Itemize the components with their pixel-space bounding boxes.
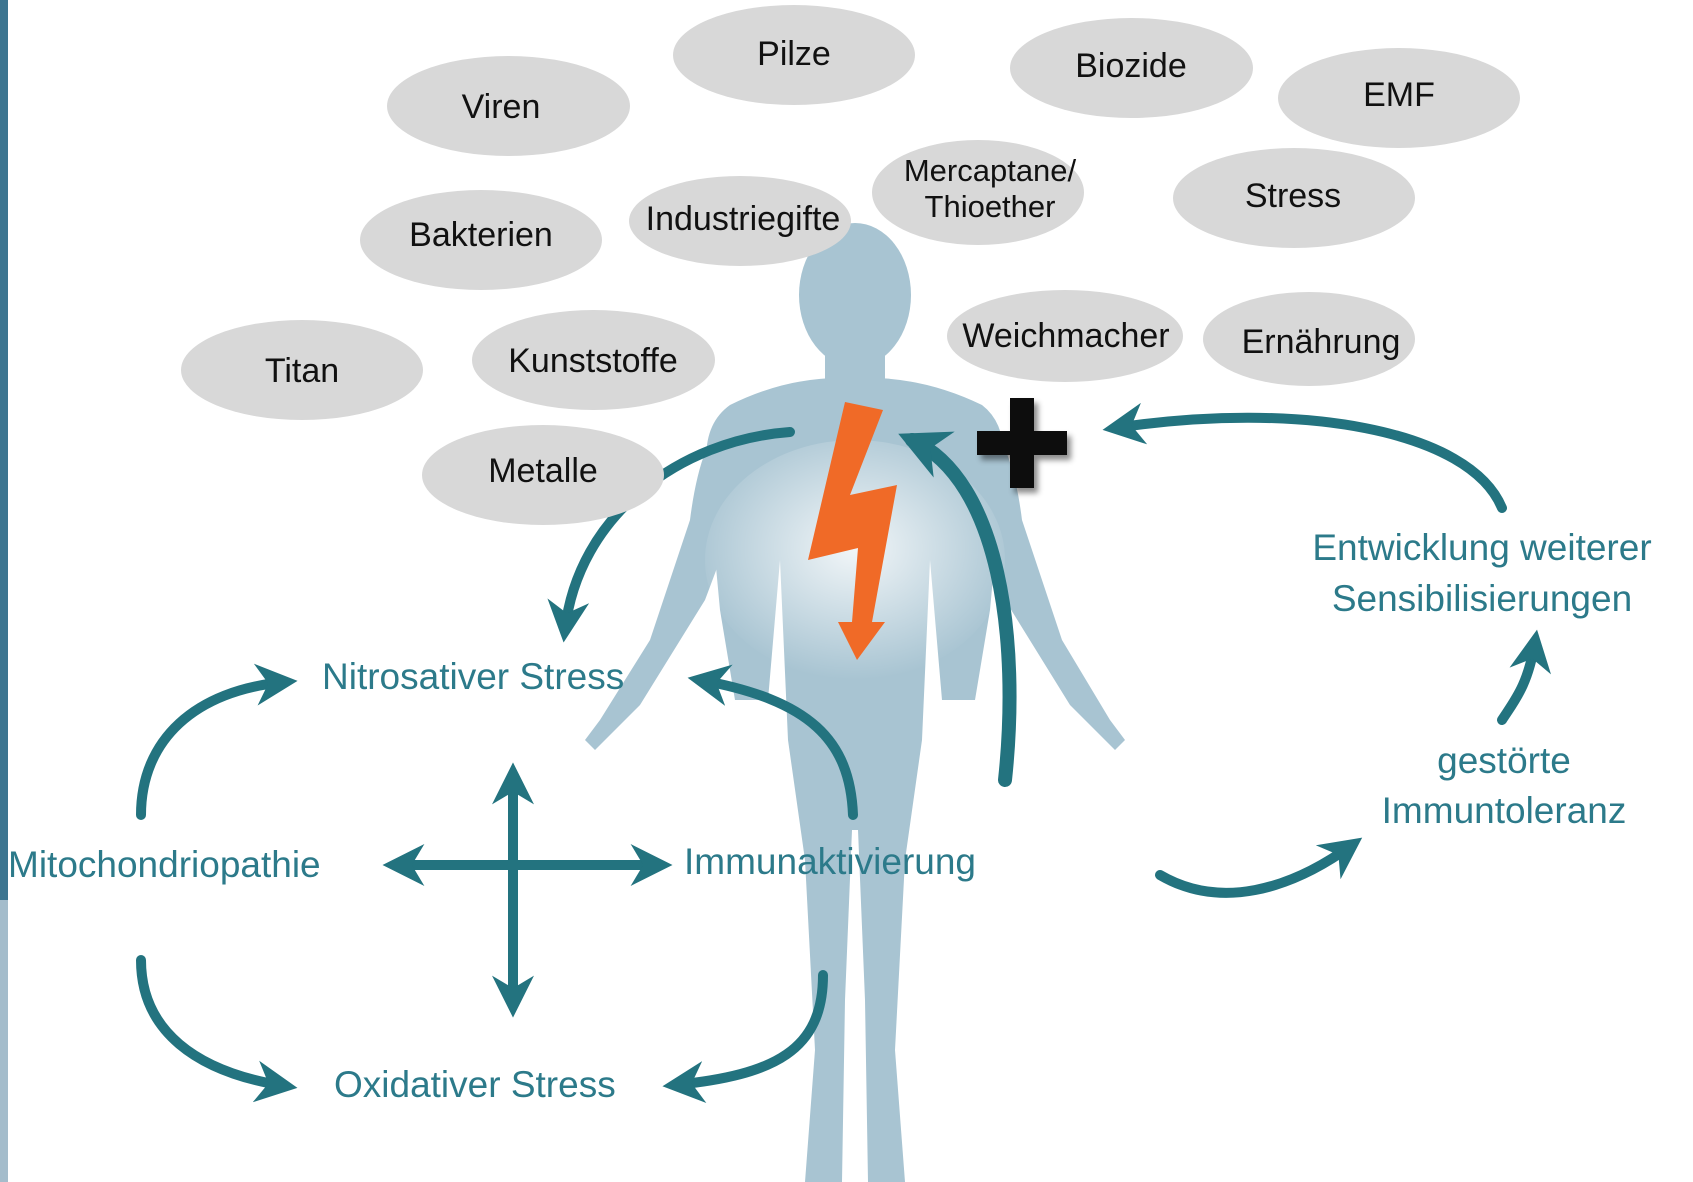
label-pilze: Pilze (757, 36, 831, 72)
label-bakterien: Bakterien (409, 217, 553, 253)
label-stress: Stress (1245, 178, 1341, 214)
arrow-gestoerte-to-entwicklung (1502, 642, 1535, 720)
label-metalle: Metalle (488, 453, 598, 489)
label-mercaptane-line2: Thioether (925, 189, 1056, 225)
label-entwicklung-line1: Entwicklung weiterer (1312, 527, 1651, 569)
label-mitochondriopathie: Mitochondriopathie (8, 844, 321, 886)
arrow-entwicklung-to-plus (1115, 418, 1502, 508)
label-kunststoffe: Kunststoffe (508, 343, 678, 379)
arrow-immunaktivierung-to-oxidativ (675, 975, 823, 1085)
label-gestoerte-line1: gestörte (1437, 740, 1571, 782)
label-ernaehrung: Ernährung (1242, 324, 1401, 360)
label-gestoerte-line2: Immuntoleranz (1382, 790, 1627, 832)
label-nitrosativer-stress: Nitrosativer Stress (322, 656, 624, 698)
label-biozide: Biozide (1075, 48, 1187, 84)
arrow-to-gestoerte (1160, 845, 1352, 893)
label-titan: Titan (265, 353, 339, 389)
arrow-mito-to-nitrosativ (141, 682, 285, 815)
label-mercaptane-line1: Mercaptane/ (904, 153, 1076, 189)
label-entwicklung-line2: Sensibilisierungen (1332, 578, 1632, 620)
label-viren: Viren (462, 89, 541, 125)
arrow-mito-to-oxidativ (141, 960, 285, 1086)
label-emf: EMF (1363, 77, 1435, 113)
label-immunaktivierung: Immunaktivierung (684, 841, 976, 883)
label-industriegifte: Industriegifte (646, 201, 841, 237)
label-oxidativer-stress: Oxidativer Stress (334, 1064, 616, 1106)
label-weichmacher: Weichmacher (962, 318, 1169, 354)
